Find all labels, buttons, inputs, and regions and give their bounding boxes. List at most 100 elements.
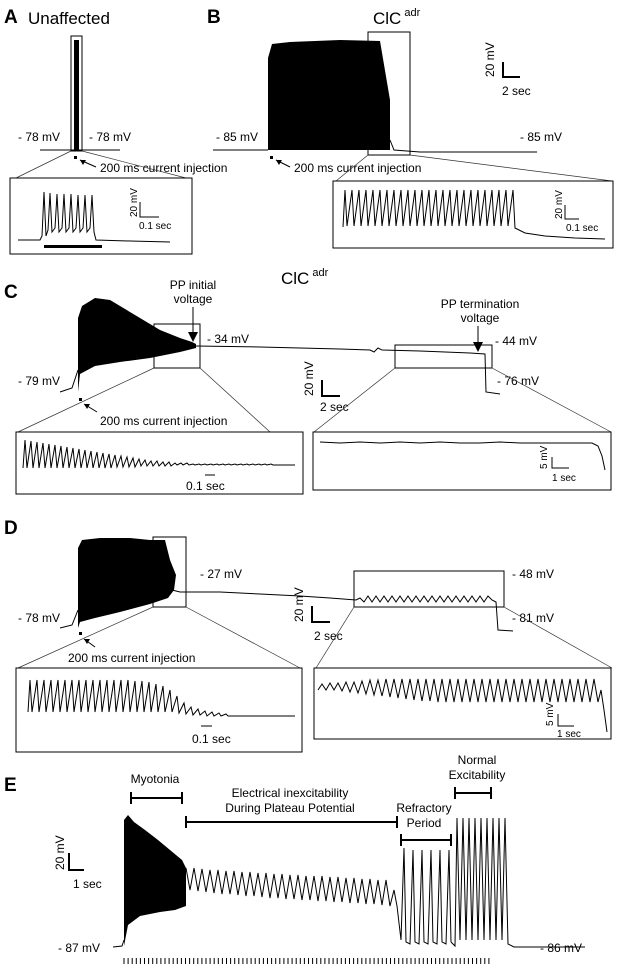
panel-d-plateau-box <box>152 536 187 608</box>
panel-c-inset-2-scale-bar <box>551 457 569 469</box>
panel-a-zoom-line-right <box>81 150 187 179</box>
panel-d: D - 27 mV - 48 mV - 81 mV - 78 mV 20 mV … <box>4 518 613 753</box>
panel-e-refractory-line1: Refractory <box>396 801 451 815</box>
panel-a-label: A <box>4 7 18 28</box>
panel-c-inset-2-trace <box>319 441 606 471</box>
panel-e-refractory-bracket <box>400 834 452 846</box>
panel-e-voltage-right: - 86 mV <box>540 941 582 955</box>
panel-a-zoom-box <box>70 35 83 152</box>
panel-e-normal-line1: Normal <box>458 753 497 767</box>
panel-d-inset-1 <box>15 667 303 753</box>
panel-a-voltage-left: - 78 mV <box>18 130 60 144</box>
panel-a-title: Unaffected <box>28 9 110 28</box>
panel-a-stim-label: 200 ms current injection <box>100 161 227 175</box>
panel-c-inset-2-scale-t: 1 sec <box>552 473 576 484</box>
panel-c-voltage-after: - 76 mV <box>497 374 539 388</box>
panel-d-term-box <box>353 570 505 608</box>
panel-b-zoom-box <box>367 31 411 156</box>
panel-e-refractory-line2: Period <box>407 816 442 830</box>
panel-a: A Unaffected - 78 mV - 78 mV 200 ms curr… <box>4 7 227 255</box>
panel-c-pp-term-line2: voltage <box>461 311 500 325</box>
panel-d-zoom-line-1b <box>185 606 301 669</box>
panel-c-inset-1 <box>15 431 304 495</box>
panel-c-scale-t: 2 sec <box>320 400 349 414</box>
panel-c-voltage-left: - 79 mV <box>18 374 60 388</box>
panel-e-inexcitability-line1: Electrical inexcitability <box>232 786 349 800</box>
panel-d-voltage-after: - 81 mV <box>512 611 554 625</box>
panel-e-stimulus-ticks <box>123 958 490 964</box>
panel-b-inset-scale-v: 20 mV <box>554 190 565 219</box>
panel-b-inset-trace <box>342 189 606 240</box>
panel-a-inset-scale-bar <box>139 202 159 218</box>
panel-c-pp-initial-line2: voltage <box>174 292 213 306</box>
panel-a-trace <box>40 40 120 151</box>
panel-c-initial-box <box>153 323 201 369</box>
panel-b-stim-marker <box>270 156 273 159</box>
panel-c-inset-2 <box>312 431 612 491</box>
panel-b-inset <box>332 180 614 249</box>
panel-a-stim-marker <box>74 156 77 159</box>
panel-d-scale-v: 20 mV <box>292 587 306 622</box>
panel-a-zoom-line-left <box>15 150 72 179</box>
panel-c-scale-bar <box>321 380 340 397</box>
panel-e-myotonia-label: Myotonia <box>131 772 180 786</box>
panel-b-inset-scale-t: 0.1 sec <box>566 223 598 234</box>
panel-c-trace <box>59 298 501 395</box>
panel-c-pp-term-line1: PP termination <box>441 297 520 311</box>
panel-e-normal-line2: Excitability <box>449 768 506 782</box>
panel-e-inexcitability-bracket <box>185 816 398 828</box>
panel-c-label: C <box>4 282 18 303</box>
panel-d-trace <box>59 538 514 632</box>
panel-d-zoom-line-2a <box>315 606 355 669</box>
panel-d-inset-1-trace <box>27 679 295 717</box>
panel-c-voltage-initial: - 34 mV <box>207 332 249 346</box>
panel-d-scale-t: 2 sec <box>314 629 343 643</box>
panel-c-inset-2-scale-v: 5 mV <box>539 445 550 469</box>
panel-e: E Myotonia Electrical inexcitability Dur… <box>4 753 585 964</box>
panel-c-voltage-term: - 44 mV <box>495 334 537 348</box>
panel-c-stim-marker <box>79 398 82 401</box>
panel-a-inset-scale-t: 0.1 sec <box>139 221 171 232</box>
panel-e-myotonia-bracket <box>130 792 183 804</box>
panel-c-term-box <box>394 344 493 369</box>
panel-a-inset <box>9 177 193 255</box>
panel-a-inset-stim-bar <box>44 245 102 248</box>
panel-d-voltage-left: - 78 mV <box>18 611 60 625</box>
panel-c-zoom-line-2b <box>491 367 612 433</box>
panel-c-scale-v: 20 mV <box>302 361 316 396</box>
panel-d-voltage-plateau: - 27 mV <box>200 567 242 581</box>
panel-d-inset-2 <box>313 667 612 740</box>
panel-b-voltage-left: - 85 mV <box>216 130 258 144</box>
panel-c-pp-initial-line1: PP initial <box>170 278 216 292</box>
panel-d-inset-1-scale-t: 0.1 sec <box>192 732 231 746</box>
panel-c-zoom-line-1b <box>199 367 271 433</box>
panel-e-label: E <box>4 775 17 796</box>
panel-b-voltage-right: - 85 mV <box>520 130 562 144</box>
panel-d-zoom-line-2b <box>503 606 613 669</box>
panel-d-stim-marker <box>79 632 82 635</box>
panel-c-zoom-line-2a <box>313 367 396 433</box>
panel-d-inset-2-trace <box>317 678 608 733</box>
panel-d-inset-2-scale-v: 5 mV <box>545 702 556 726</box>
panel-d-stim-label: 200 ms current injection <box>68 651 195 665</box>
panel-d-voltage-term: - 48 mV <box>512 567 554 581</box>
panel-e-scale-t: 1 sec <box>73 877 102 891</box>
panel-b-scale-t: 2 sec <box>502 84 531 98</box>
panel-a-inset-trace <box>18 191 171 243</box>
panel-d-inset-2-scale-bar <box>557 714 574 727</box>
panel-d-scale-bar <box>311 606 330 623</box>
panel-b-scale-bar <box>502 62 520 78</box>
panel-b-scale-v: 20 mV <box>483 42 497 77</box>
panel-e-scale-v: 20 mV <box>53 835 67 870</box>
panel-b-zoom-line-left <box>335 154 369 182</box>
panel-b-trace <box>213 40 537 153</box>
panel-a-voltage-right: - 78 mV <box>89 130 131 144</box>
panel-b-label: B <box>207 7 221 28</box>
panel-e-scale-bar <box>68 853 84 871</box>
panel-b-stim-label: 200 ms current injection <box>294 161 421 175</box>
